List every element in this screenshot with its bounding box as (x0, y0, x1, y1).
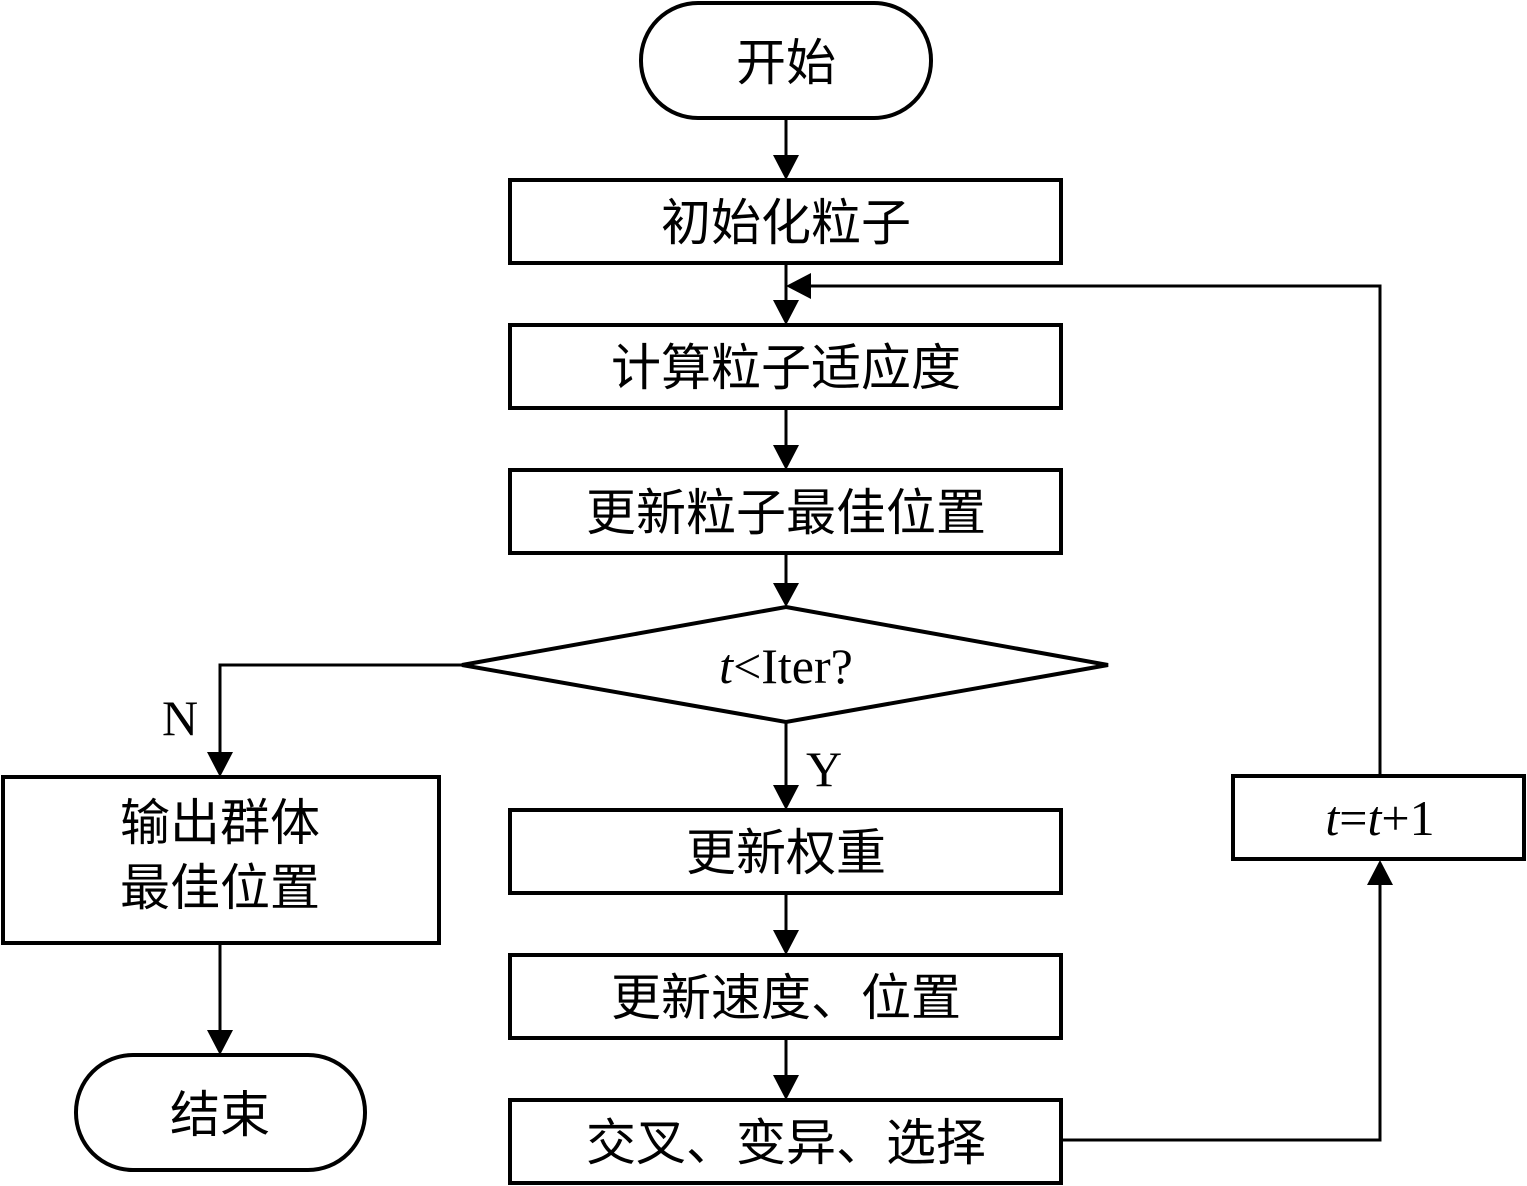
node-fitness: 计算粒子适应度 (508, 323, 1063, 410)
node-start: 开始 (639, 1, 933, 120)
node-start-label: 开始 (736, 34, 836, 92)
node-init: 初始化粒子 (508, 178, 1063, 265)
arrowhead (207, 1030, 233, 1055)
arrowhead (773, 930, 799, 955)
node-output-label-line2: 最佳位置 (120, 859, 320, 917)
decision-var: t (719, 638, 734, 694)
node-init-label: 初始化粒子 (661, 194, 911, 252)
node-output: 输出群体 最佳位置 (1, 775, 441, 945)
increment-eq: = (1339, 790, 1367, 846)
decision-condition: <Iter? (733, 638, 853, 694)
node-output-label-line1: 输出群体 (120, 794, 320, 852)
node-genetic: 交叉、变异、选择 (508, 1098, 1063, 1185)
edge-label-yes: Y (806, 741, 842, 797)
arrowhead (773, 1075, 799, 1100)
node-update-best: 更新粒子最佳位置 (508, 468, 1063, 555)
connectors (207, 118, 1393, 1142)
arrowhead (773, 300, 799, 325)
node-update-velocity: 更新速度、位置 (508, 953, 1063, 1040)
node-update-best-label: 更新粒子最佳位置 (586, 484, 986, 542)
arrowhead (207, 752, 233, 777)
node-genetic-label: 交叉、变异、选择 (586, 1114, 986, 1172)
node-update-weight-label: 更新权重 (686, 824, 886, 882)
node-update-weight: 更新权重 (508, 808, 1063, 895)
node-increment: t=t+1 (1231, 774, 1526, 861)
arrowhead (1367, 860, 1393, 885)
node-fitness-label: 计算粒子适应度 (611, 339, 961, 397)
node-increment-label: t=t+1 (1325, 790, 1434, 846)
arrowhead (786, 273, 811, 299)
arrowhead (773, 445, 799, 470)
node-decision-label: t<Iter? (719, 638, 853, 694)
node-decision: t<Iter? (461, 604, 1109, 725)
node-end-label: 结束 (170, 1086, 270, 1144)
edge-label-no: N (162, 690, 198, 746)
increment-plus-one: +1 (1381, 790, 1434, 846)
arrowhead (773, 583, 799, 607)
increment-var: t (1325, 790, 1340, 846)
arrowhead (773, 785, 799, 810)
arrowhead (773, 155, 799, 180)
node-end: 结束 (74, 1053, 367, 1172)
increment-var2: t (1368, 790, 1383, 846)
edge-increment-fitness (806, 284, 1382, 776)
node-update-velocity-label: 更新速度、位置 (611, 969, 961, 1027)
edge-loop-back (1062, 880, 1382, 1142)
edge-decision-no (218, 663, 462, 757)
